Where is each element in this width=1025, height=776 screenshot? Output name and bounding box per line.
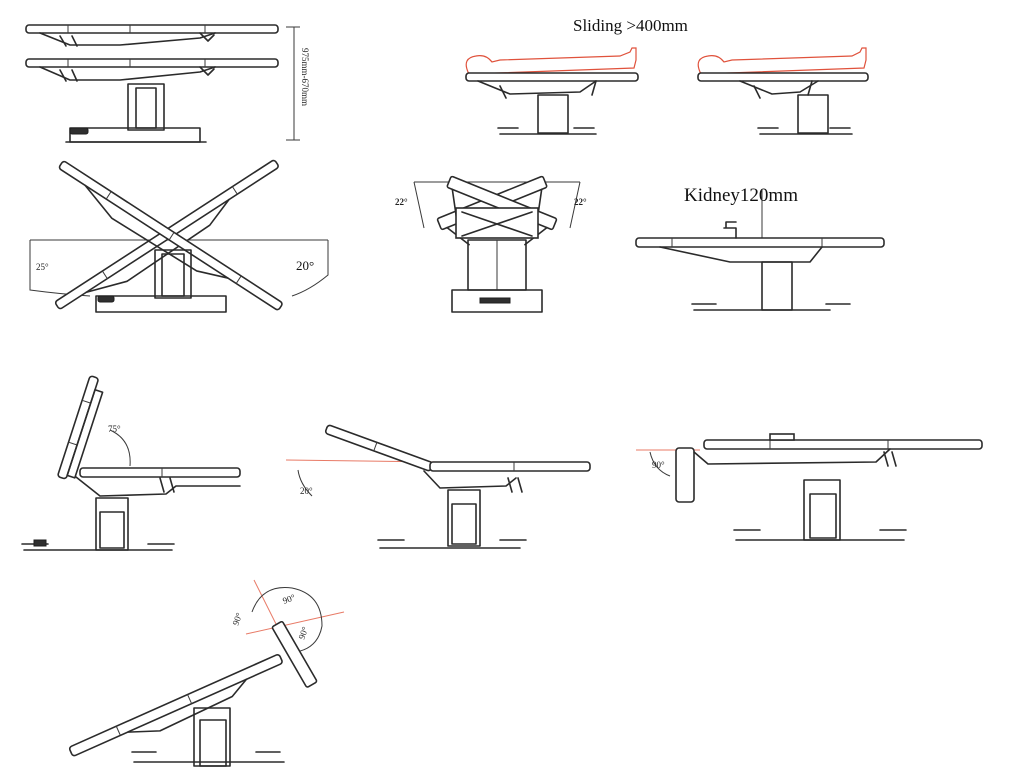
kidney-label: Kidney120mm [684, 185, 798, 206]
panel-head-down: 90° [636, 433, 983, 541]
panel-leg-down-tilt: 20° [285, 424, 591, 549]
panel-lateral-tilt: 22° 22° [395, 175, 587, 313]
head-angle-c: 90° [296, 625, 310, 641]
lateral-left-angle: 22° [395, 197, 408, 207]
panel-kidney-bridge [635, 190, 885, 311]
tilt-right-angle: 20° [296, 258, 314, 273]
tilt-left-angle: 25° [36, 262, 49, 272]
panel-back-raise: 75° [21, 375, 241, 551]
panel-height-adjustment: 975mm-670mm [25, 24, 310, 143]
tabletop-high [25, 24, 279, 47]
head-angle-b: 90° [281, 592, 297, 606]
panel-trendelenburg-tilt: 25° 20° [29, 159, 329, 313]
patient-outline-shifted [697, 47, 867, 75]
height-range-label: 975mm-670mm [300, 48, 310, 106]
panel-head-rotation: 90° 90° 90° [68, 579, 345, 767]
trend-angle: 20° [300, 486, 313, 496]
tabletop-low [25, 58, 279, 82]
panel-sliding-a [465, 47, 639, 135]
patient-outline [465, 47, 637, 75]
head-angle-a: 90° [230, 611, 244, 627]
sliding-label: Sliding >400mm [573, 16, 688, 35]
panel-sliding-b [697, 47, 869, 135]
leg-down-angle: 90° [652, 460, 665, 470]
back-raise-angle: 75° [108, 424, 121, 434]
lateral-right-angle: 22° [574, 197, 587, 207]
